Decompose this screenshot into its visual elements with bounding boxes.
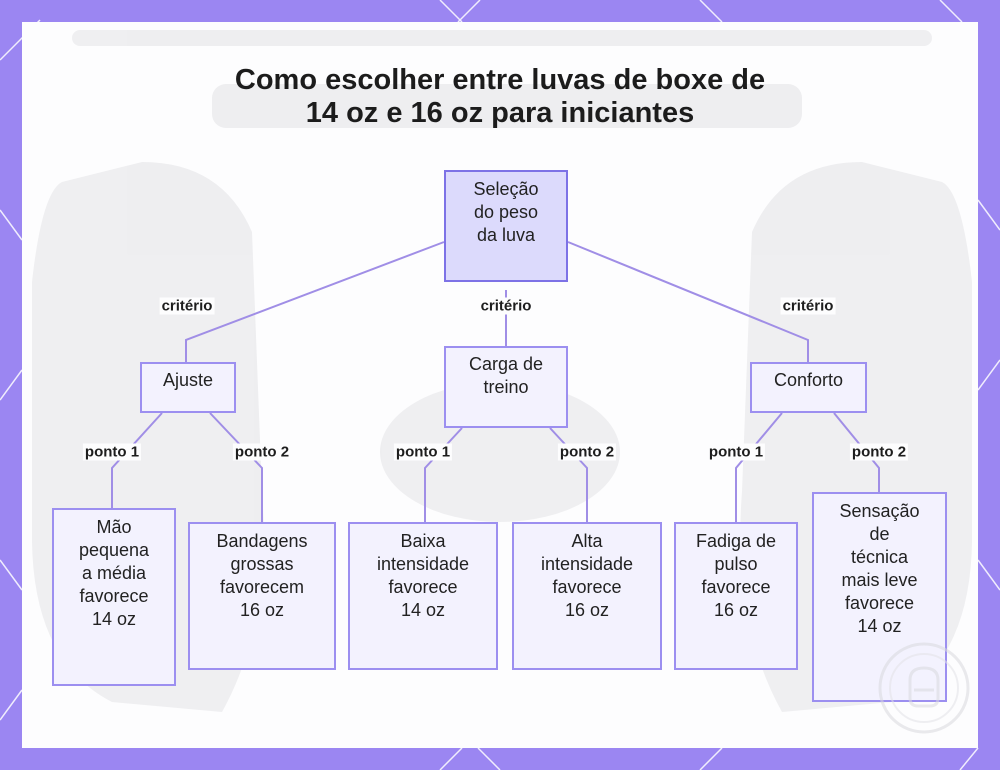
- node-root-label: Seleção do peso da luva: [473, 178, 538, 280]
- edge-conforto-fadiga: [736, 413, 782, 522]
- edge-root-ajuste: [186, 242, 444, 362]
- edge-label-criterio-conforto: critério: [781, 298, 836, 315]
- node-mao-pequena: Mão pequena a média favorece 14 oz: [52, 508, 176, 686]
- node-fadiga-pulso: Fadiga de pulso favorece 16 oz: [674, 522, 798, 670]
- node-conforto-label: Conforto: [774, 369, 843, 411]
- edge-root-conforto: [568, 242, 808, 362]
- node-alta-intensidade: Alta intensidade favorece 16 oz: [512, 522, 662, 670]
- edge-label-ponto2-conforto: ponto 2: [850, 444, 908, 461]
- edge-ajuste-bandagens: [210, 413, 262, 522]
- node-bandagens: Bandagens grossas favorecem 16 oz: [188, 522, 336, 670]
- edge-label-ponto2-carga: ponto 2: [558, 444, 616, 461]
- node-root: Seleção do peso da luva: [444, 170, 568, 282]
- node-ajuste: Ajuste: [140, 362, 236, 413]
- node-fadiga-pulso-label: Fadiga de pulso favorece 16 oz: [696, 530, 776, 668]
- edge-label-criterio-ajuste: critério: [160, 298, 215, 315]
- edge-label-criterio-carga: critério: [479, 298, 534, 315]
- node-mao-pequena-label: Mão pequena a média favorece 14 oz: [79, 516, 149, 684]
- node-baixa-intensidade-label: Baixa intensidade favorece 14 oz: [377, 530, 469, 668]
- node-carga-label: Carga de treino: [469, 353, 543, 426]
- node-ajuste-label: Ajuste: [163, 369, 213, 411]
- node-conforto: Conforto: [750, 362, 867, 413]
- edge-label-ponto2-ajuste: ponto 2: [233, 444, 291, 461]
- diagram-card: Como escolher entre luvas de boxe de 14 …: [22, 22, 978, 748]
- node-alta-intensidade-label: Alta intensidade favorece 16 oz: [541, 530, 633, 668]
- edge-carga-baixa: [425, 428, 462, 522]
- node-carga: Carga de treino: [444, 346, 568, 428]
- edge-ajuste-mao: [112, 413, 162, 508]
- edge-label-ponto1-conforto: ponto 1: [707, 444, 765, 461]
- edge-label-ponto1-ajuste: ponto 1: [83, 444, 141, 461]
- node-baixa-intensidade: Baixa intensidade favorece 14 oz: [348, 522, 498, 670]
- edge-label-ponto1-carga: ponto 1: [394, 444, 452, 461]
- brand-seal-icon: [876, 640, 972, 736]
- node-bandagens-label: Bandagens grossas favorecem 16 oz: [216, 530, 307, 668]
- edge-carga-alta: [550, 428, 587, 522]
